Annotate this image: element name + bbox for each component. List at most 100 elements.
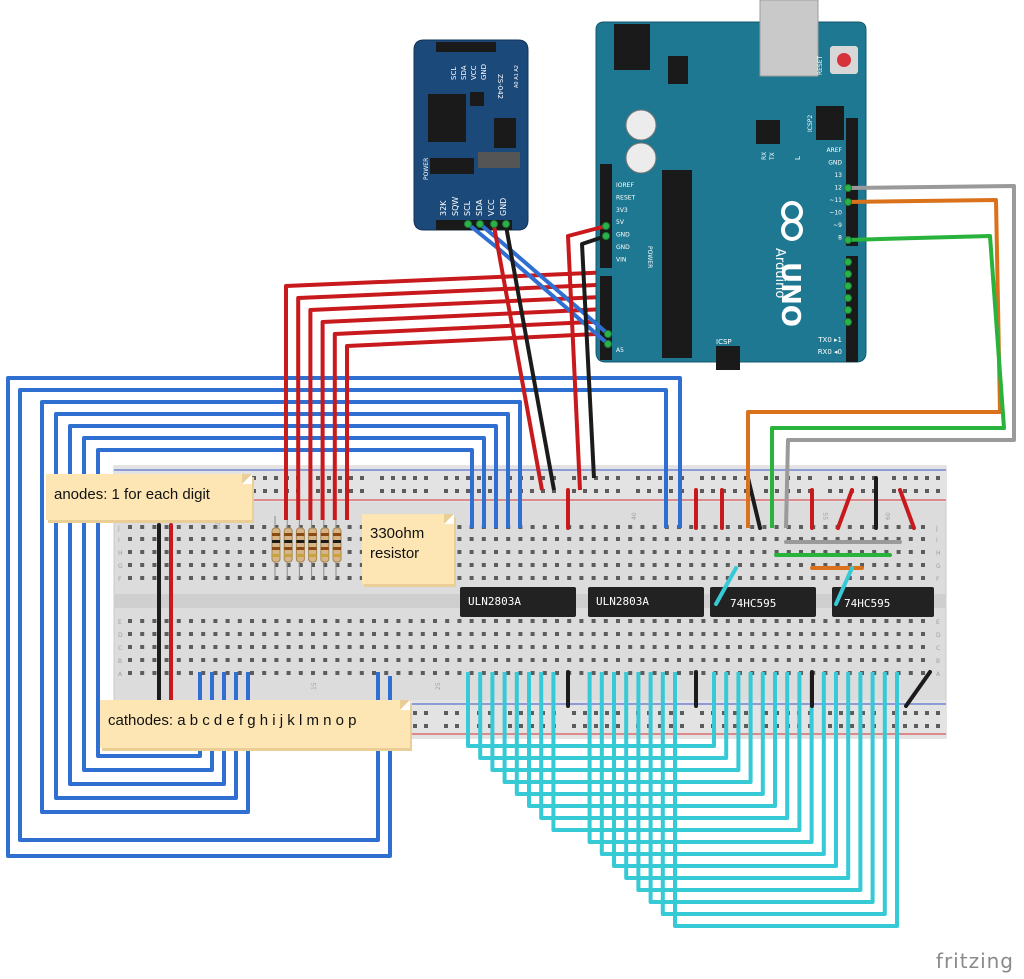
bb-hole [225, 563, 230, 567]
bb-hole [311, 671, 315, 675]
bb-hole [591, 563, 596, 567]
bb-hole [372, 671, 376, 675]
bb-hole [738, 619, 742, 623]
bb-hole [335, 525, 340, 529]
bb-hole [884, 563, 889, 567]
bb-hole [237, 658, 242, 662]
rail-hole [424, 724, 428, 728]
rail-hole [519, 724, 523, 728]
rail-hole [925, 476, 929, 480]
svg-text:GND: GND [499, 198, 508, 216]
bb-hole [786, 537, 791, 541]
bb-hole [542, 525, 547, 529]
rail-hole [402, 489, 406, 493]
power-pin-label: RESET [616, 194, 636, 201]
bb-hole [408, 645, 413, 649]
bb-hole [774, 632, 779, 636]
bb-hole [872, 645, 877, 649]
bb-hole [176, 550, 181, 554]
bb-hole [201, 632, 206, 636]
chip-label: 74HC595 [844, 597, 890, 610]
bb-hole [725, 525, 730, 529]
bb-hole [164, 550, 169, 554]
row-letter: H [936, 550, 941, 557]
driver-wires [466, 672, 899, 928]
jumper-black [904, 670, 932, 708]
bb-hole [701, 671, 706, 675]
bb-hole [506, 619, 511, 623]
bb-hole [176, 537, 181, 541]
rail-hole [327, 476, 331, 480]
bb-hole [835, 619, 840, 623]
bb-hole [213, 619, 218, 623]
bb-hole [347, 525, 352, 529]
rail-hole [861, 476, 865, 480]
bb-hole [664, 645, 669, 649]
bb-hole [628, 671, 633, 675]
resistor-band [333, 540, 341, 543]
bb-hole [140, 671, 145, 675]
bb-hole [530, 550, 535, 554]
bb-hole [701, 550, 706, 554]
bb-hole [494, 671, 498, 675]
bb-hole [689, 576, 694, 580]
bb-hole [347, 576, 352, 580]
bb-hole [311, 632, 315, 636]
bb-hole [335, 671, 340, 675]
rail-hole [892, 476, 896, 480]
rail-hole [455, 724, 459, 728]
bb-hole [567, 576, 572, 580]
bb-hole [128, 619, 132, 623]
chip-label: 74HC595 [730, 597, 776, 610]
bb-hole [262, 576, 267, 580]
bb-hole [847, 525, 852, 529]
bb-hole [567, 645, 572, 649]
bb-hole [457, 550, 462, 554]
resistor-band [320, 540, 329, 543]
bb-hole [591, 525, 596, 529]
row-letter: D [118, 632, 123, 639]
bb-hole [799, 658, 803, 662]
resistor-band [296, 533, 305, 536]
bb-hole [725, 619, 730, 623]
resistor-band [308, 540, 317, 543]
bb-hole [811, 619, 816, 623]
bb-hole [616, 671, 620, 675]
bb-hole [847, 537, 852, 541]
bb-hole [518, 671, 523, 675]
bb-hole [762, 619, 767, 623]
usb-port [759, 0, 819, 77]
bb-hole [384, 671, 389, 675]
icsp2-label: ICSP2 [807, 115, 814, 132]
bb-hole [786, 619, 791, 623]
bb-hole [921, 671, 925, 675]
bb-hole [237, 619, 242, 623]
bb-hole [506, 671, 511, 675]
bb-hole [140, 525, 145, 529]
bb-hole [664, 576, 669, 580]
bb-hole [884, 632, 889, 636]
bb-hole [567, 632, 572, 636]
bb-hole [750, 576, 755, 580]
rail-hole [680, 724, 684, 728]
bb-hole [591, 671, 596, 675]
resistor-band [272, 547, 280, 550]
bb-hole [237, 632, 242, 636]
bb-hole [860, 645, 864, 649]
bb-hole [164, 563, 169, 567]
bb-hole [738, 576, 742, 580]
bb-hole [750, 645, 755, 649]
rail-hole [669, 489, 673, 493]
bb-hole [164, 619, 169, 623]
bb-hole [555, 576, 559, 580]
rail-hole [488, 711, 492, 715]
bb-hole [237, 525, 242, 529]
bb-hole [835, 632, 840, 636]
bb-hole [359, 525, 364, 529]
bb-hole [579, 632, 584, 636]
bb-hole [799, 576, 803, 580]
rail-hole [572, 489, 576, 493]
bb-hole [372, 632, 376, 636]
bb-hole [128, 576, 132, 580]
bb-hole [152, 658, 157, 662]
